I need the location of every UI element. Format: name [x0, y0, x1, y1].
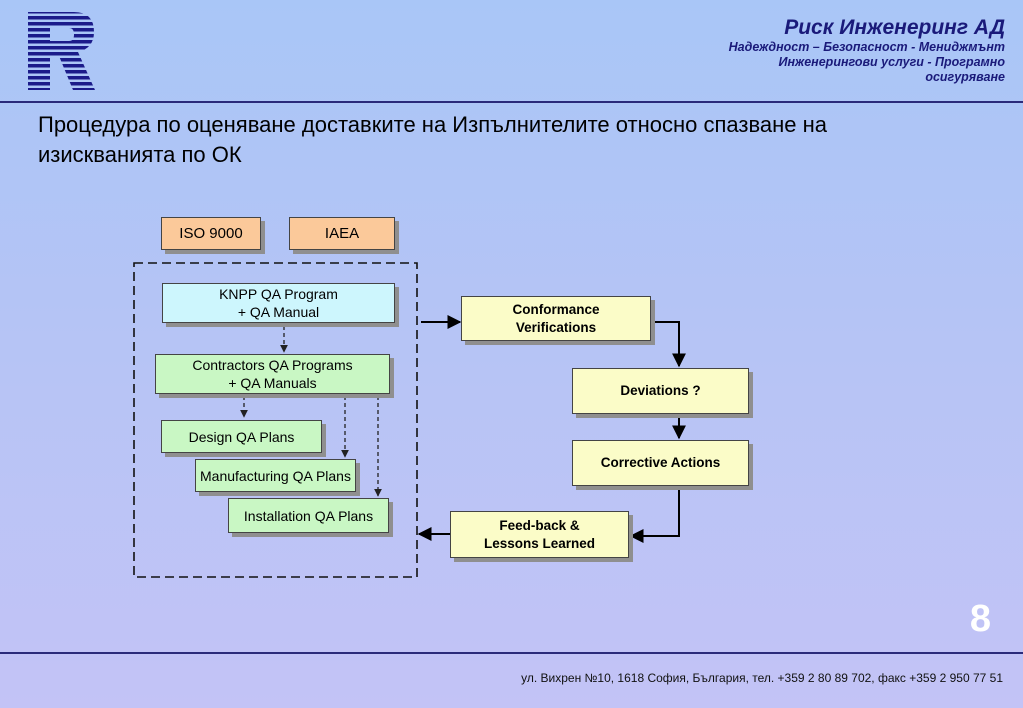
arrow-conformance-to-deviations: [651, 321, 686, 368]
footer-divider: [0, 652, 1023, 654]
company-header: Риск Инженеринг АД Надеждност – Безопасн…: [729, 16, 1005, 85]
qa-documents-frame: [133, 262, 418, 578]
arrow-corrective-to-feedback: [629, 486, 680, 543]
knpp-qa-program-box: KNPP QA Program + QA Manual: [162, 283, 395, 323]
company-logo: [26, 10, 96, 92]
feedback-lessons-box: Feed-back & Lessons Learned: [450, 511, 629, 558]
installation-qa-plans-label: Installation QA Plans: [243, 507, 374, 524]
iso-9000-label: ISO 9000: [179, 224, 243, 242]
corrective-actions-label: Corrective Actions: [600, 455, 721, 470]
slide-title: Процедура по оценяване доставките на Изп…: [38, 112, 828, 167]
company-tagline-1: Надеждност – Безопасност - Мениджмънт: [728, 40, 1005, 54]
manufacturing-qa-plans-label: Manufacturing QA Plans: [200, 467, 351, 484]
conformance-line-1: Conformance: [512, 301, 600, 317]
header-divider: [0, 101, 1023, 103]
deviations-label: Deviations ?: [620, 383, 701, 398]
contractors-line-2: + QA Manuals: [228, 375, 317, 391]
design-qa-plans-label: Design QA Plans: [188, 428, 295, 445]
contractors-qa-programs-box: Contractors QA Programs + QA Manuals: [155, 354, 390, 394]
feedback-line-1: Feed-back &: [499, 517, 580, 533]
page-number: 8: [969, 598, 991, 640]
installation-qa-plans-box: Installation QA Plans: [228, 498, 389, 533]
footer-address: ул. Вихрен №10, 1618 София, България, те…: [521, 671, 1003, 685]
knpp-line-1: KNPP QA Program: [219, 286, 338, 302]
conformance-verifications-box: Conformance Verifications: [461, 296, 651, 341]
company-tagline-3: осигуряване: [925, 70, 1005, 84]
iaea-label: IAEA: [324, 224, 360, 242]
knpp-line-2: + QA Manual: [237, 304, 320, 320]
design-qa-plans-box: Design QA Plans: [161, 420, 322, 453]
feedback-line-2: Lessons Learned: [483, 535, 596, 551]
iaea-box: IAEA: [289, 217, 395, 250]
conformance-line-2: Verifications: [515, 319, 597, 335]
company-name: Риск Инженеринг АД: [784, 16, 1005, 39]
manufacturing-qa-plans-box: Manufacturing QA Plans: [195, 459, 356, 492]
deviations-box: Deviations ?: [572, 368, 749, 414]
iso-9000-box: ISO 9000: [161, 217, 261, 250]
corrective-actions-box: Corrective Actions: [572, 440, 749, 486]
contractors-line-1: Contractors QA Programs: [192, 357, 353, 373]
company-tagline-2: Инженерингови услуги - Програмно: [778, 55, 1005, 69]
